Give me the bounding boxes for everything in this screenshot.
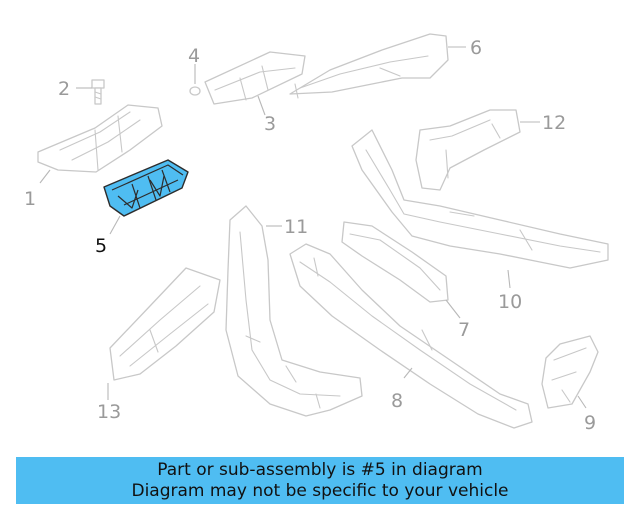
callout-3-leader [257, 95, 266, 116]
callout-2[interactable]: 2 [58, 78, 70, 100]
part-2-bolt[interactable] [91, 79, 105, 105]
callout-11[interactable]: 11 [284, 216, 308, 238]
callout-5[interactable]: 5 [95, 235, 107, 257]
part-3-duct[interactable] [204, 51, 306, 105]
callout-8-leader [403, 367, 413, 379]
callout-4[interactable]: 4 [188, 45, 200, 67]
part-5-duct[interactable] [103, 159, 189, 217]
callout-8[interactable]: 8 [391, 390, 403, 412]
callout-10[interactable]: 10 [498, 291, 522, 313]
callout-3[interactable]: 3 [264, 113, 276, 135]
part-11-duct[interactable] [225, 205, 363, 417]
part-7-duct[interactable] [341, 221, 449, 303]
part-9-bracket[interactable] [541, 335, 599, 409]
part-8-duct[interactable] [289, 243, 533, 429]
part-6-duct[interactable] [289, 33, 449, 99]
info-banner: Part or sub-assembly is #5 in diagram Di… [16, 457, 624, 504]
banner-line-2: Diagram may not be specific to your vehi… [131, 480, 509, 501]
part-12-bracket[interactable] [415, 109, 521, 191]
callout-7-leader [445, 299, 461, 319]
callout-12[interactable]: 12 [542, 112, 566, 134]
callout-9[interactable]: 9 [584, 412, 596, 434]
callout-10-leader [507, 269, 511, 289]
callout-9-leader [577, 395, 587, 409]
callout-13[interactable]: 13 [97, 401, 121, 423]
callout-1[interactable]: 1 [24, 188, 36, 210]
callout-6[interactable]: 6 [470, 37, 482, 59]
parts-diagram: 1 2 3 4 5 6 12 10 [24, 33, 609, 434]
part-13-vent[interactable] [109, 267, 221, 381]
banner-line-1: Part or sub-assembly is #5 in diagram [157, 459, 483, 480]
part-4-clip[interactable] [189, 86, 201, 96]
callout-5-leader [109, 215, 121, 235]
callout-1-leader [39, 169, 51, 184]
part-1-duct[interactable] [37, 104, 163, 173]
callout-7[interactable]: 7 [458, 319, 470, 341]
part-10-duct[interactable] [351, 129, 609, 269]
